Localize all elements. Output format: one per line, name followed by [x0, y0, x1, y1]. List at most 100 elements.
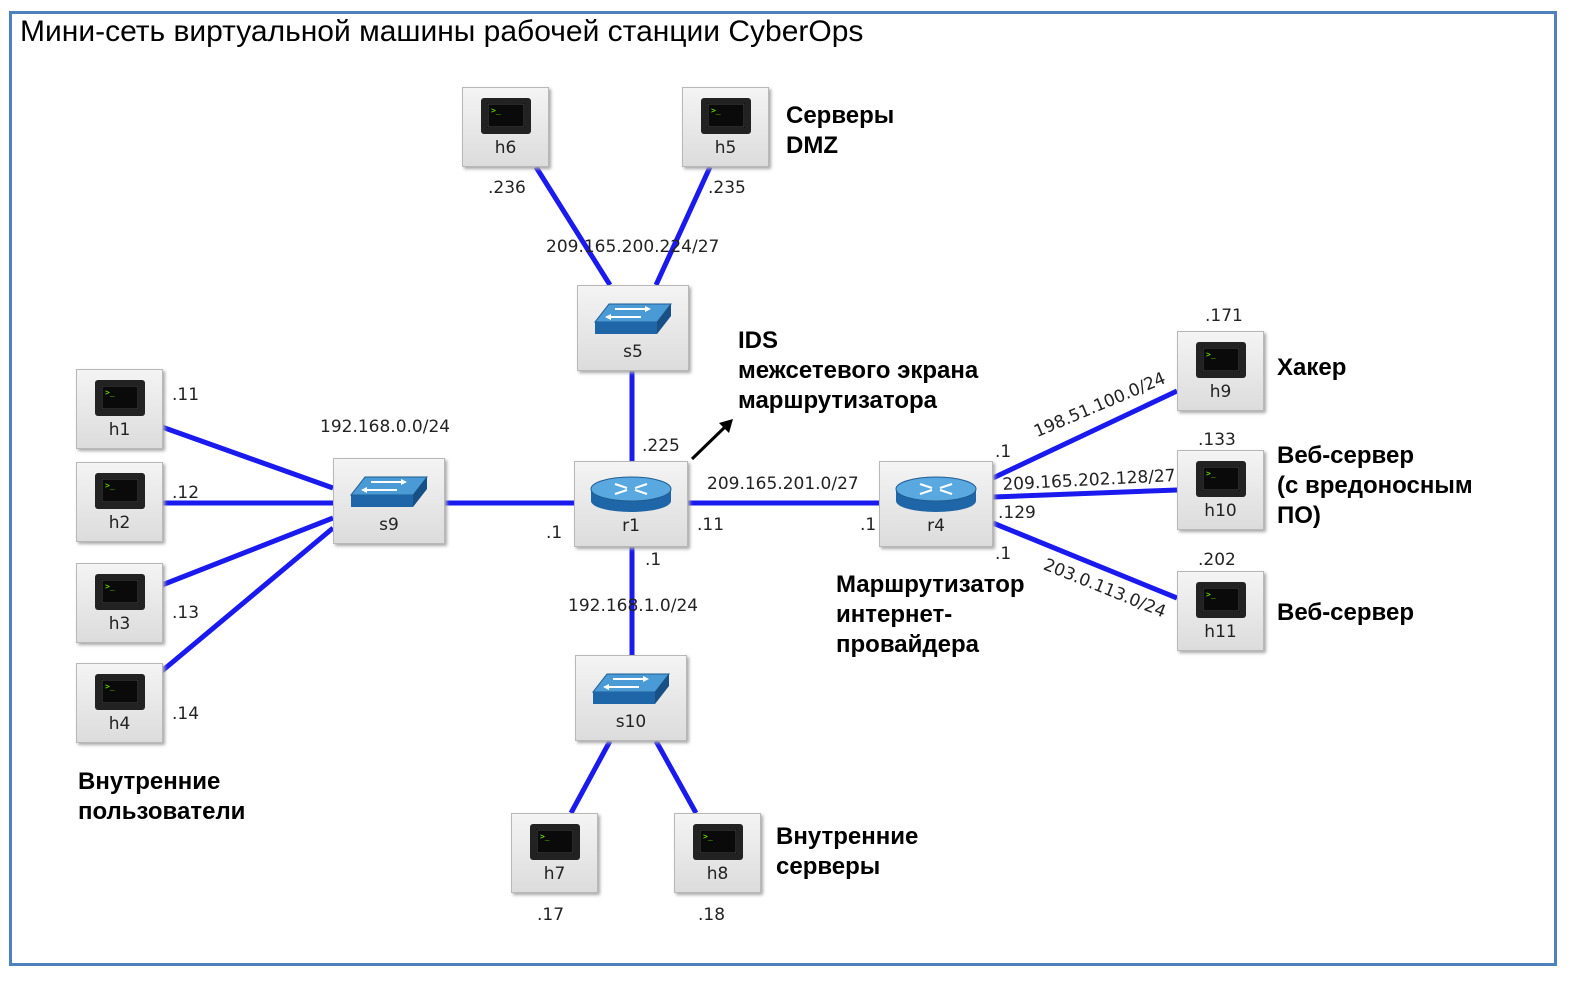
diagram-frame: [9, 11, 1557, 966]
ip-r4-mid: .129: [998, 503, 1036, 523]
svg-text:>_: >_: [540, 832, 550, 841]
switch-label: s10: [615, 712, 647, 732]
terminal-monitor-icon: >_: [1195, 460, 1247, 503]
host-label: h11: [1204, 622, 1237, 642]
svg-text:>_: >_: [105, 388, 115, 397]
ip-h11: .202: [1198, 550, 1236, 570]
label-line: маршрутизатора: [738, 387, 938, 414]
link-h6-s5: [533, 165, 613, 287]
network-switch-icon: [593, 300, 673, 343]
terminal-monitor-icon: >_: [94, 379, 146, 422]
host-h11[interactable]: >_h11: [1177, 571, 1264, 651]
ip-h7: .17: [537, 905, 565, 925]
terminal-monitor-icon: >_: [1195, 341, 1247, 384]
label-line: межсетевого экрана: [738, 357, 979, 384]
network-switch-icon: [349, 473, 429, 516]
ids-pointer-arrow: [690, 424, 728, 461]
link-s10-h8: [653, 739, 699, 815]
switch-label: s5: [623, 342, 643, 362]
label-line: Внутренние: [776, 823, 919, 850]
host-h6[interactable]: >_ h6: [462, 87, 549, 167]
host-label: h10: [1204, 501, 1237, 521]
host-label: h1: [108, 420, 131, 440]
router-icon: [589, 474, 673, 519]
label-ids: IDS межсетевого экрана маршрутизатора: [738, 326, 978, 416]
switch-s10[interactable]: s10: [575, 655, 687, 741]
link-h5-s5: [653, 165, 713, 287]
link-r4-h11: [992, 520, 1178, 601]
terminal-monitor-icon: >_: [94, 573, 146, 616]
host-h9[interactable]: >_ h9: [1177, 331, 1264, 411]
host-h2[interactable]: >_h2: [76, 462, 163, 542]
terminal-monitor-icon: >_: [692, 823, 744, 866]
ip-r1-top: .225: [642, 436, 680, 456]
ip-h9: .171: [1205, 306, 1243, 326]
host-h3[interactable]: >_ h3: [76, 563, 163, 643]
ip-r4-bottom: .1: [995, 544, 1012, 564]
ip-r1-bottom: .1: [645, 550, 662, 570]
host-label: h3: [108, 614, 131, 634]
router-r1[interactable]: r1: [574, 461, 688, 547]
terminal-monitor-icon: >_: [94, 673, 146, 716]
router-icon: [894, 474, 978, 519]
network-switch-icon: [591, 670, 671, 713]
net-internal-servers: 192.168.1.0/24: [568, 596, 699, 616]
diagram-title: Мини-сеть виртуальной машины рабочей ста…: [20, 15, 864, 48]
host-h5[interactable]: >_h5: [682, 87, 769, 167]
terminal-monitor-icon: >_: [480, 97, 532, 140]
switch-s9[interactable]: s9: [333, 458, 445, 544]
net-r1-r4: 209.165.201.0/27: [707, 474, 859, 494]
label-line: DMZ: [786, 132, 838, 159]
label-isp-router: Маршрутизатор интернет- провайдера: [836, 570, 1025, 660]
link-r4-h10: [992, 487, 1178, 500]
link-s10-h7: [568, 739, 613, 815]
host-label: h9: [1209, 382, 1232, 402]
terminal-monitor-icon: >_: [94, 472, 146, 515]
ip-r1-right: .11: [697, 515, 725, 535]
ip-h2: .12: [172, 483, 200, 503]
ip-r4-left: .1: [860, 515, 877, 535]
host-h10[interactable]: >_h10: [1177, 450, 1264, 530]
link-h1-s9: [161, 424, 334, 491]
label-line: интернет-: [836, 601, 953, 628]
ip-h10: .133: [1198, 430, 1236, 450]
router-r4[interactable]: r4: [879, 461, 993, 547]
host-h8[interactable]: >_h8: [674, 813, 761, 893]
net-dmz: 209.165.200.224/27: [546, 237, 720, 257]
ip-r1-left: .1: [546, 523, 563, 543]
svg-text:>_: >_: [491, 106, 501, 115]
svg-text:>_: >_: [711, 106, 721, 115]
net-internal-users: 192.168.0.0/24: [320, 417, 451, 437]
ip-h3: .13: [172, 603, 200, 623]
terminal-monitor-icon: >_: [700, 97, 752, 140]
label-line: Маршрутизатор: [836, 571, 1025, 598]
label-line: (с вредоносным: [1277, 472, 1473, 499]
label-line: серверы: [776, 853, 881, 880]
host-label: h2: [108, 513, 131, 533]
label-line: Внутренние: [78, 768, 221, 795]
host-label: h6: [494, 138, 517, 158]
host-h7[interactable]: >_h7: [511, 813, 598, 893]
ids-pointer-arrowhead: [719, 419, 733, 433]
label-line: IDS: [738, 327, 779, 354]
svg-text:>_: >_: [105, 582, 115, 591]
terminal-monitor-icon: >_: [529, 823, 581, 866]
svg-text:>_: >_: [1206, 350, 1216, 359]
host-h4[interactable]: >_h4: [76, 663, 163, 743]
label-internal-users: Внутренние пользователи: [78, 767, 245, 827]
switch-s5[interactable]: s5: [577, 285, 689, 371]
label-internal-servers: Внутренние серверы: [776, 822, 918, 882]
ip-h4: .14: [172, 704, 200, 724]
host-h1[interactable]: >_ h1: [76, 369, 163, 449]
label-line: Веб-сервер: [1277, 442, 1414, 469]
label-dmz-servers: Серверы DMZ: [786, 101, 894, 161]
host-label: h4: [108, 714, 131, 734]
ip-r4-top: .1: [995, 442, 1012, 462]
svg-text:>_: >_: [703, 832, 713, 841]
switch-label: s9: [379, 515, 399, 535]
label-line: ПО): [1277, 502, 1321, 529]
ip-h5: .235: [708, 178, 746, 198]
terminal-monitor-icon: >_: [1195, 581, 1247, 624]
label-web-server: Веб-сервер: [1277, 599, 1414, 626]
